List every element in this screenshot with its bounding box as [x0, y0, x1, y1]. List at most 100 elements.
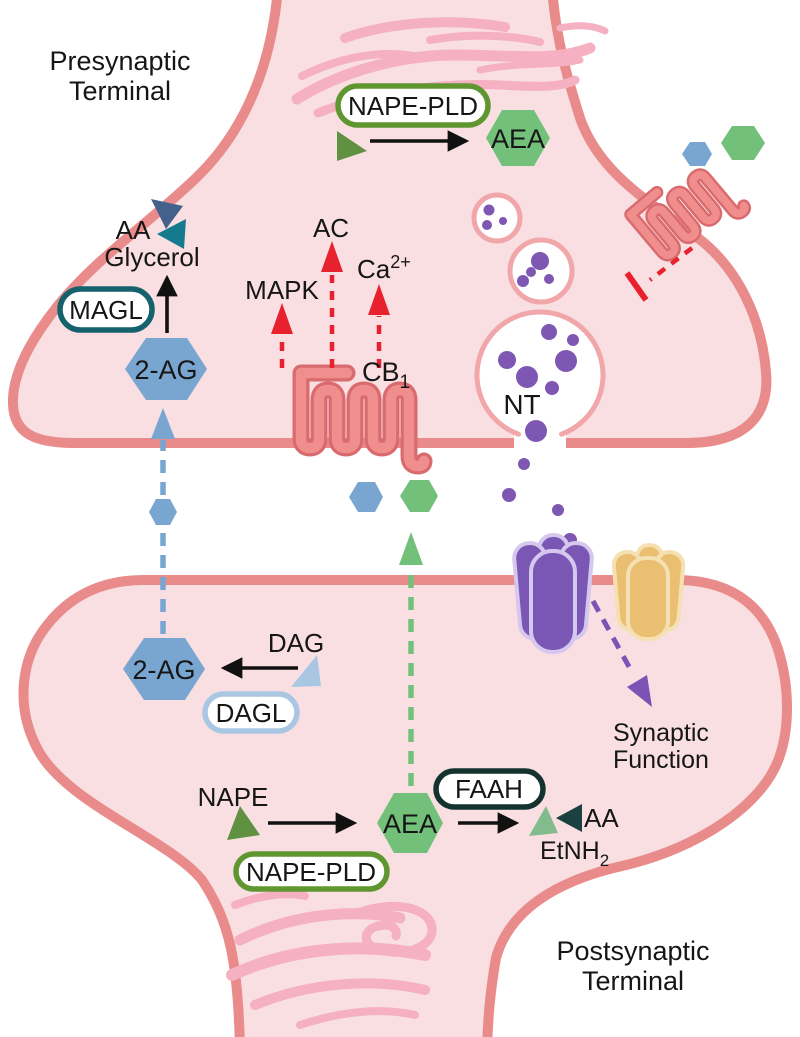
- mapk-label: MAPK: [245, 275, 319, 305]
- label-line: Function: [613, 746, 709, 774]
- nt-dot: [526, 267, 536, 277]
- nape-triangle-icon: [337, 131, 367, 161]
- 2ag-hexagon-icon: [123, 638, 205, 700]
- nape-label: NAPE: [198, 782, 269, 812]
- er-squiggle: [298, 50, 424, 80]
- 2ag-retrograde-arrow: [151, 408, 175, 634]
- er-squiggle: [476, 56, 584, 74]
- magl-label: MAGL: [69, 295, 143, 325]
- nt-dot: [544, 274, 554, 284]
- aa-label: AA: [584, 803, 619, 833]
- released-neurotransmitter: [502, 458, 577, 547]
- arrowhead-icon: [368, 284, 390, 315]
- nt-dot: [516, 366, 538, 388]
- ethanolamine-triangle-icon: [529, 806, 558, 836]
- synaptic-function-label: Synaptic Function: [613, 719, 709, 774]
- mapk-signal-arrow: [271, 303, 293, 368]
- title-line: Terminal: [69, 76, 171, 106]
- aa-triangle-icon: [556, 804, 582, 832]
- inhibition-tbar-icon: [624, 271, 649, 302]
- nt-dot: [567, 334, 579, 346]
- nt-dot: [517, 275, 529, 287]
- glycerol-label: Glycerol: [104, 242, 199, 272]
- faah-label: FAAH: [455, 774, 523, 804]
- dagl-label: DAGL: [216, 698, 287, 728]
- 2ag-hexagon-icon: [349, 482, 383, 512]
- 2ag-hexagon-icon: [125, 338, 207, 400]
- aea-retrograde-arrow: [399, 532, 423, 786]
- er-squiggle: [556, 22, 609, 35]
- ac-signal-arrow: [321, 241, 343, 368]
- inhibition-dashed-line: [648, 246, 694, 282]
- aea-hexagon-icon: [377, 793, 443, 853]
- arrowhead-icon: [271, 303, 293, 334]
- aea-hexagon-icon: [721, 126, 765, 160]
- dag-label: DAG: [268, 628, 324, 658]
- ac-label: AC: [313, 213, 349, 243]
- nt-dot: [502, 488, 516, 502]
- calcium-label: Ca2+: [357, 252, 411, 284]
- dag-triangle-icon: [291, 655, 321, 687]
- nt-dot: [518, 458, 530, 470]
- fusing-vesicle: [474, 309, 606, 459]
- nt-dot: [555, 350, 577, 372]
- aea-hexagon-icon: [400, 480, 438, 512]
- er-squiggle: [234, 908, 406, 946]
- er-squiggle: [426, 31, 544, 46]
- postsynaptic-er: [226, 890, 437, 1029]
- nape-pld-label: NAPE-PLD: [348, 91, 478, 121]
- nt-dot: [482, 220, 492, 230]
- title-line: Terminal: [582, 966, 684, 996]
- nape-triangle-icon: [227, 806, 260, 840]
- synaptic-vesicle-medium: [507, 237, 575, 305]
- 2ag-label: 2-AG: [134, 355, 197, 385]
- nt-dot: [499, 217, 507, 225]
- vesicle-membrane-ring: [474, 309, 606, 437]
- nt-dot: [552, 504, 564, 516]
- calcium-signal-arrow: [368, 284, 390, 368]
- nt-dot: [525, 420, 547, 442]
- arrowhead-icon: [321, 241, 343, 272]
- nt-label: NT: [503, 389, 540, 420]
- nt-dot: [483, 204, 495, 216]
- nape-pld-label: NAPE-PLD: [246, 857, 376, 887]
- 2ag-hexagon-icon: [149, 499, 177, 525]
- yellow-receptor-icon: [611, 543, 686, 641]
- etnh2-label: EtNH2: [540, 837, 609, 870]
- title-line: Postsynaptic: [556, 936, 709, 966]
- aa-label: AA: [116, 215, 151, 245]
- nt-dot: [498, 351, 516, 369]
- 2ag-hexagon-icon: [682, 142, 712, 166]
- aea-label: AEA: [383, 809, 437, 839]
- nape-pld-enzyme-pill: [233, 851, 390, 892]
- magl-enzyme-pill: [57, 286, 155, 333]
- synaptic-function-arrow: [590, 599, 652, 707]
- postsynaptic-terminal-title: Postsynaptic Terminal: [556, 936, 709, 996]
- aa-triangle-icon: [151, 199, 183, 229]
- faah-enzyme-pill: [433, 768, 546, 810]
- er-squiggle: [291, 42, 596, 105]
- nt-dot: [541, 324, 557, 340]
- glycerol-triangle-icon: [157, 219, 186, 249]
- er-squiggle: [296, 1007, 419, 1029]
- aea-label: AEA: [491, 124, 545, 154]
- nape-pld-enzyme-pill: [335, 83, 491, 128]
- arrowhead-icon: [151, 408, 175, 439]
- er-squiggle: [347, 901, 437, 957]
- nt-dot: [545, 381, 559, 395]
- purple-receptor-icon: [512, 533, 594, 654]
- er-squiggle: [250, 978, 430, 1010]
- label-line: Synaptic: [613, 719, 709, 747]
- dagl-enzyme-pill: [202, 691, 300, 734]
- cb1-label: CB1: [362, 357, 410, 393]
- arrowhead-icon: [399, 532, 423, 565]
- aea-hexagon-icon: [486, 110, 550, 166]
- title-line: Presynaptic: [49, 46, 190, 76]
- arrowhead-icon: [627, 675, 652, 707]
- er-squiggle: [340, 17, 510, 43]
- 2ag-label: 2-AG: [132, 655, 195, 685]
- presynaptic-terminal-title: Presynaptic Terminal: [49, 46, 190, 106]
- nt-dot: [531, 252, 549, 270]
